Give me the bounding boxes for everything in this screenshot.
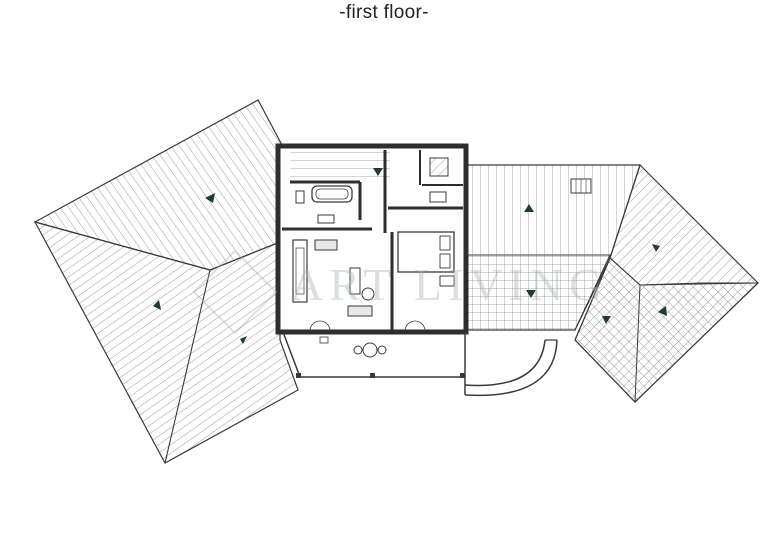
chair-icon	[361, 287, 375, 301]
right-roof	[464, 164, 641, 331]
toilet-icon	[295, 190, 305, 204]
shower-icon	[429, 157, 449, 177]
balcony-doors	[309, 320, 426, 332]
nightstand-icon	[439, 275, 455, 287]
bathtub-icon	[311, 185, 353, 203]
sofa-icon	[292, 239, 308, 303]
right-hip-roof	[574, 163, 760, 403]
sink-icon	[317, 214, 335, 224]
balcony	[282, 331, 558, 397]
slope-arrow-icon	[153, 168, 667, 344]
left-lower-roof	[33, 221, 299, 464]
table-icon	[314, 239, 373, 317]
page-title: -first floor-	[339, 2, 429, 23]
vanity-icon	[429, 191, 447, 203]
bed-icon	[397, 231, 455, 273]
